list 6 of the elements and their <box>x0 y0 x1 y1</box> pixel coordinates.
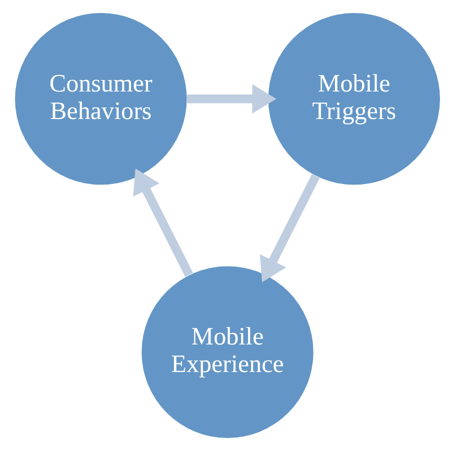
arrow <box>186 84 276 114</box>
node-circle: Mobile Experience <box>142 266 314 438</box>
node-circle: Consumer Behaviors <box>15 13 187 185</box>
arrow <box>260 174 320 282</box>
node-circle: Mobile Triggers <box>268 13 440 185</box>
arrow <box>133 168 193 277</box>
